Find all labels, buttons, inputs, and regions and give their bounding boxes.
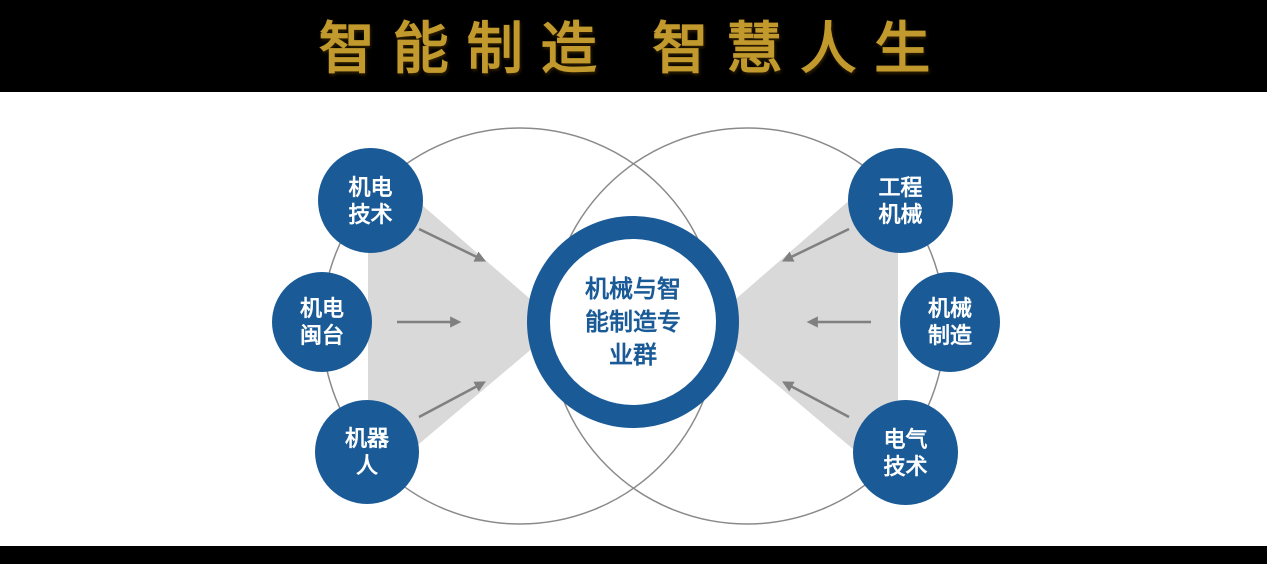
arrow-left-bottom	[418, 381, 486, 419]
node-label-line: 闽台	[299, 323, 344, 348]
node-label-line: 技术	[348, 201, 393, 227]
center-label-line: 机械与智	[585, 275, 681, 303]
spoke-node-left-3: 机器 人	[315, 400, 419, 504]
node-label-line: 机械	[927, 296, 972, 321]
node-label-line: 电气	[883, 426, 928, 452]
center-node-inner: 机械与智 能制造专 业群	[550, 239, 716, 405]
node-label-line: 机电	[299, 296, 344, 321]
spoke-node-right-2: 机械 制造	[900, 272, 1000, 372]
funnel-left	[368, 158, 560, 487]
center-label-line: 能制造专	[585, 308, 681, 336]
node-label-line: 人	[355, 453, 378, 478]
diagram-title: 智能制造 智慧人生	[318, 16, 949, 82]
center-node: 机械与智 能制造专 业群	[527, 216, 739, 428]
node-label-line: 机器	[344, 426, 389, 451]
arrow-left-top	[418, 227, 487, 262]
spoke-node-left-1: 机电 技术	[318, 148, 423, 253]
spoke-node-left-2: 机电 闽台	[272, 272, 372, 372]
spoke-node-right-1: 工程 机械	[848, 148, 953, 253]
arrow-right-bottom	[782, 381, 850, 419]
node-label-line: 制造	[927, 323, 972, 348]
arrow-right-top	[781, 227, 850, 262]
node-label-line: 机电	[348, 174, 393, 200]
funnel-right	[706, 158, 898, 487]
node-label-line: 技术	[883, 453, 928, 479]
node-label-line: 工程	[878, 174, 923, 200]
node-label-line: 机械	[878, 201, 923, 227]
spoke-node-right-3: 电气 技术	[853, 400, 958, 505]
center-label-line: 业群	[609, 341, 657, 369]
